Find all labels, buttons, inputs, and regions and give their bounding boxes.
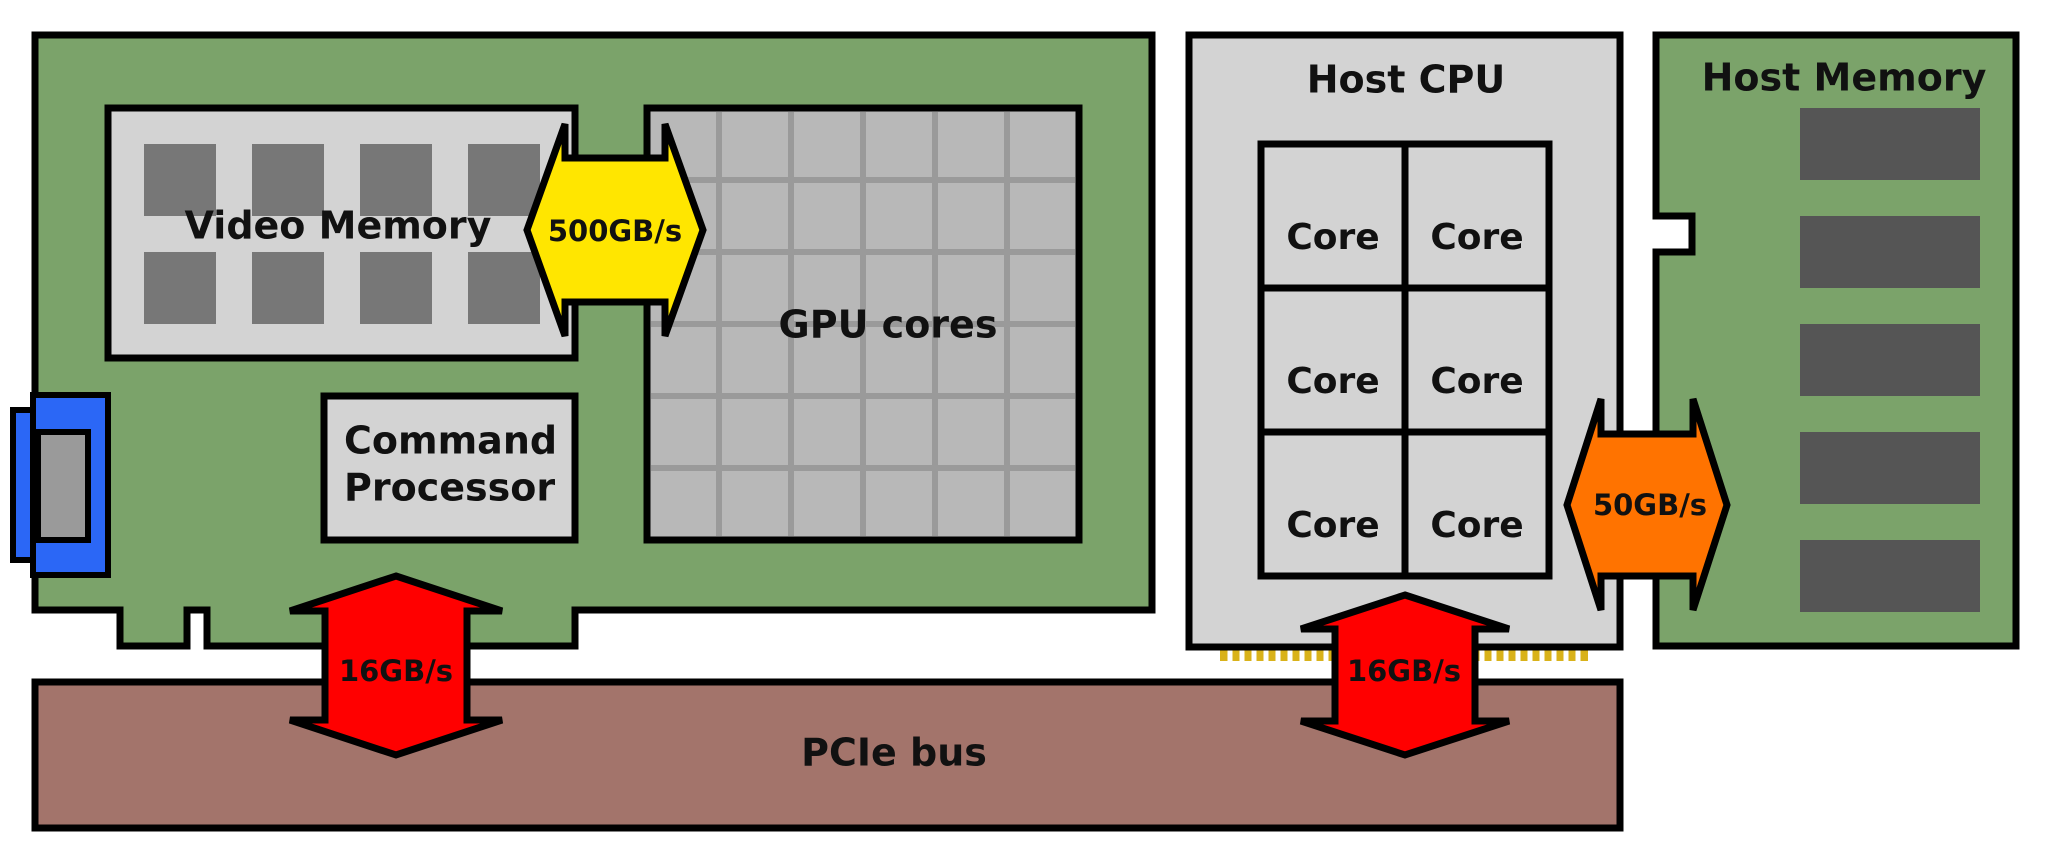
dram-chip — [1800, 216, 1980, 288]
pcie-bus-label: PCIe bus — [801, 731, 987, 775]
memory-cell — [468, 144, 540, 216]
bandwidth-arrow — [1299, 591, 1511, 759]
memory-cell — [144, 252, 216, 324]
connector-port — [35, 429, 91, 543]
command-processor-label-line1: Command — [344, 419, 557, 463]
host-memory: Host Memory — [1652, 31, 2020, 650]
memory-cell — [360, 144, 432, 216]
gpu-cores-label: GPU cores — [779, 303, 998, 347]
memory-cell — [252, 252, 324, 324]
display-connector — [10, 392, 111, 578]
bandwidth-label: 500GB/s — [548, 214, 682, 248]
arrow-vram-to-gpu: 500GB/s — [523, 122, 707, 338]
arrow-cpu-to-pcie: 16GB/s — [1299, 591, 1511, 759]
bandwidth-label: 16GB/s — [339, 654, 453, 688]
bandwidth-arrow — [523, 122, 707, 338]
dram-chip — [1800, 324, 1980, 396]
gpu-card: Video Memory GPU cores Command P — [10, 31, 1156, 650]
host-cpu: Host CPU Core Core Core Core Core Core — [1185, 31, 1624, 661]
bandwidth-label: 50GB/s — [1593, 488, 1707, 522]
gpu-core-grid — [651, 112, 1075, 536]
bandwidth-arrow — [288, 572, 504, 759]
memory-cell — [468, 252, 540, 324]
cpu-core-grid: Core Core Core Core Core Core — [1257, 140, 1553, 580]
cpu-core-label: Core — [1286, 361, 1379, 402]
bandwidth-arrow — [1563, 397, 1731, 612]
command-processor: Command Processor — [320, 392, 579, 544]
host-memory-label: Host Memory — [1702, 56, 1987, 100]
command-processor-chip — [320, 392, 579, 544]
dram-chip — [1800, 540, 1980, 612]
video-memory-label: Video Memory — [185, 204, 492, 248]
arrow-gpu-to-pcie: 16GB/s — [288, 572, 504, 759]
cpu-core-label: Core — [1430, 361, 1523, 402]
command-processor-label-line2: Processor — [344, 466, 555, 510]
cpu-core-label: Core — [1430, 217, 1523, 258]
memory-cell — [360, 252, 432, 324]
video-memory: Video Memory — [104, 104, 579, 362]
bandwidth-label: 16GB/s — [1347, 654, 1461, 688]
cpu-core-label: Core — [1286, 217, 1379, 258]
dram-chip — [1800, 108, 1980, 180]
cpu-core-label: Core — [1286, 505, 1379, 546]
host-cpu-label: Host CPU — [1307, 58, 1506, 102]
dram-chip — [1800, 432, 1980, 504]
gpu-cores: GPU cores — [643, 104, 1083, 544]
memory-cell — [144, 144, 216, 216]
memory-cell — [252, 144, 324, 216]
arrow-cpu-to-host-memory: 50GB/s — [1563, 397, 1731, 612]
cpu-core-label: Core — [1430, 505, 1523, 546]
